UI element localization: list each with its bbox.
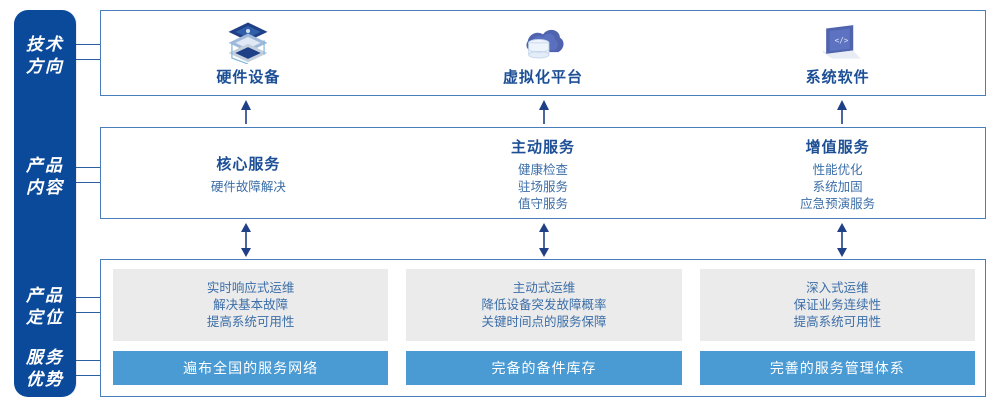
positioning-line: 解决基本故障 xyxy=(213,297,289,312)
arrow-bidirectional-core xyxy=(241,223,251,257)
positioning-card-deep: 深入式运维 保证业务连续性 提高系统可用性 xyxy=(699,269,975,341)
arrow-bidirectional-proactive xyxy=(539,223,549,257)
arrow-up-virtualization xyxy=(539,100,549,124)
tech-title-virtualization: 虚拟化平台 xyxy=(503,68,584,86)
connector-stub xyxy=(76,375,102,376)
positioning-card-proactive: 主动式运维 降低设备突发故障概率 关键时间点的服务保障 xyxy=(406,269,682,341)
positioning-line: 实时响应式运维 xyxy=(206,280,295,295)
advantage-bar-label: 完备的备件库存 xyxy=(491,360,597,376)
content-heading-valueadd: 增值服务 xyxy=(805,138,870,156)
tech-title-hardware: 硬件设备 xyxy=(216,68,281,86)
content-item: 系统加固 xyxy=(812,179,863,194)
content-heading-core: 核心服务 xyxy=(216,155,281,173)
advantage-bar-label: 完善的服务管理体系 xyxy=(769,360,905,376)
category-rail: 技术 方向 产品 内容 产品 定位 服务 优势 xyxy=(14,10,76,397)
connector-stub xyxy=(76,360,102,361)
content-column-valueadd: 增值服务 性能优化 系统加固 应急预演服务 xyxy=(690,128,985,218)
content-item: 值守服务 xyxy=(518,196,569,211)
content-column-proactive: 主动服务 健康检查 驻场服务 值守服务 xyxy=(396,128,691,218)
tech-column-hardware: 硬件设备 xyxy=(101,11,396,95)
positioning-line: 提高系统可用性 xyxy=(206,314,295,329)
connector-stub xyxy=(76,182,102,183)
tech-title-system-software: 系统软件 xyxy=(805,68,870,86)
laptop-code-icon: </> xyxy=(822,24,862,59)
product-content-panel: 核心服务 硬件故障解决 主动服务 健康检查 驻场服务 值守服务 增值服务 性能优… xyxy=(100,127,986,219)
connector-stub xyxy=(76,297,102,298)
positioning-row: 实时响应式运维 解决基本故障 提高系统可用性 主动式运维 降低设备突发故障概率 … xyxy=(113,269,975,341)
rail-label-product-position: 产品 定位 xyxy=(26,286,64,327)
arrow-bidirectional-valueadd xyxy=(837,223,847,257)
content-item: 性能优化 xyxy=(812,162,863,177)
positioning-line: 关键时间点的服务保障 xyxy=(481,314,607,329)
advantage-bar-spareparts: 完备的备件库存 xyxy=(406,351,682,385)
content-item: 健康检查 xyxy=(518,162,569,177)
content-heading-proactive: 主动服务 xyxy=(511,138,576,156)
connector-stub xyxy=(76,312,102,313)
positioning-line: 深入式运维 xyxy=(806,280,869,295)
connector-stub xyxy=(76,167,102,168)
advantage-bar-label: 遍布全国的服务网络 xyxy=(183,360,319,376)
advantage-bar-network: 遍布全国的服务网络 xyxy=(113,351,389,385)
tech-column-system-software: </> 系统软件 xyxy=(690,11,985,95)
content-column-core: 核心服务 硬件故障解决 xyxy=(101,128,396,218)
positioning-line: 保证业务连续性 xyxy=(793,297,882,312)
advantage-bar-management: 完善的服务管理体系 xyxy=(699,351,975,385)
rail-label-tech-direction: 技术 方向 xyxy=(26,35,64,76)
connector-stub xyxy=(76,44,102,45)
positioning-card-realtime: 实时响应式运维 解决基本故障 提高系统可用性 xyxy=(113,269,389,341)
positioning-line: 降低设备突发故障概率 xyxy=(481,297,607,312)
arrow-up-system-software xyxy=(837,100,847,124)
server-stack-icon xyxy=(228,22,268,64)
positioning-advantages-panel: 实时响应式运维 解决基本故障 提高系统可用性 主动式运维 降低设备突发故障概率 … xyxy=(100,259,986,397)
positioning-line: 提高系统可用性 xyxy=(793,314,882,329)
tech-direction-panel: 硬件设备 虚拟化平台 xyxy=(100,10,986,96)
cloud-database-icon xyxy=(526,29,564,58)
arrow-up-hardware xyxy=(241,100,251,124)
tech-column-virtualization: 虚拟化平台 xyxy=(396,11,691,95)
rail-label-service-advantage: 服务 优势 xyxy=(26,348,64,389)
content-item: 应急预演服务 xyxy=(800,196,876,211)
connector-stub xyxy=(76,59,102,60)
advantages-row: 遍布全国的服务网络 完备的备件库存 完善的服务管理体系 xyxy=(113,341,975,385)
positioning-line: 主动式运维 xyxy=(512,280,576,295)
content-item: 驻场服务 xyxy=(518,179,569,194)
rail-label-product-content: 产品 内容 xyxy=(26,156,64,197)
content-item: 硬件故障解决 xyxy=(210,179,286,194)
svg-text:</>: </> xyxy=(834,35,848,44)
